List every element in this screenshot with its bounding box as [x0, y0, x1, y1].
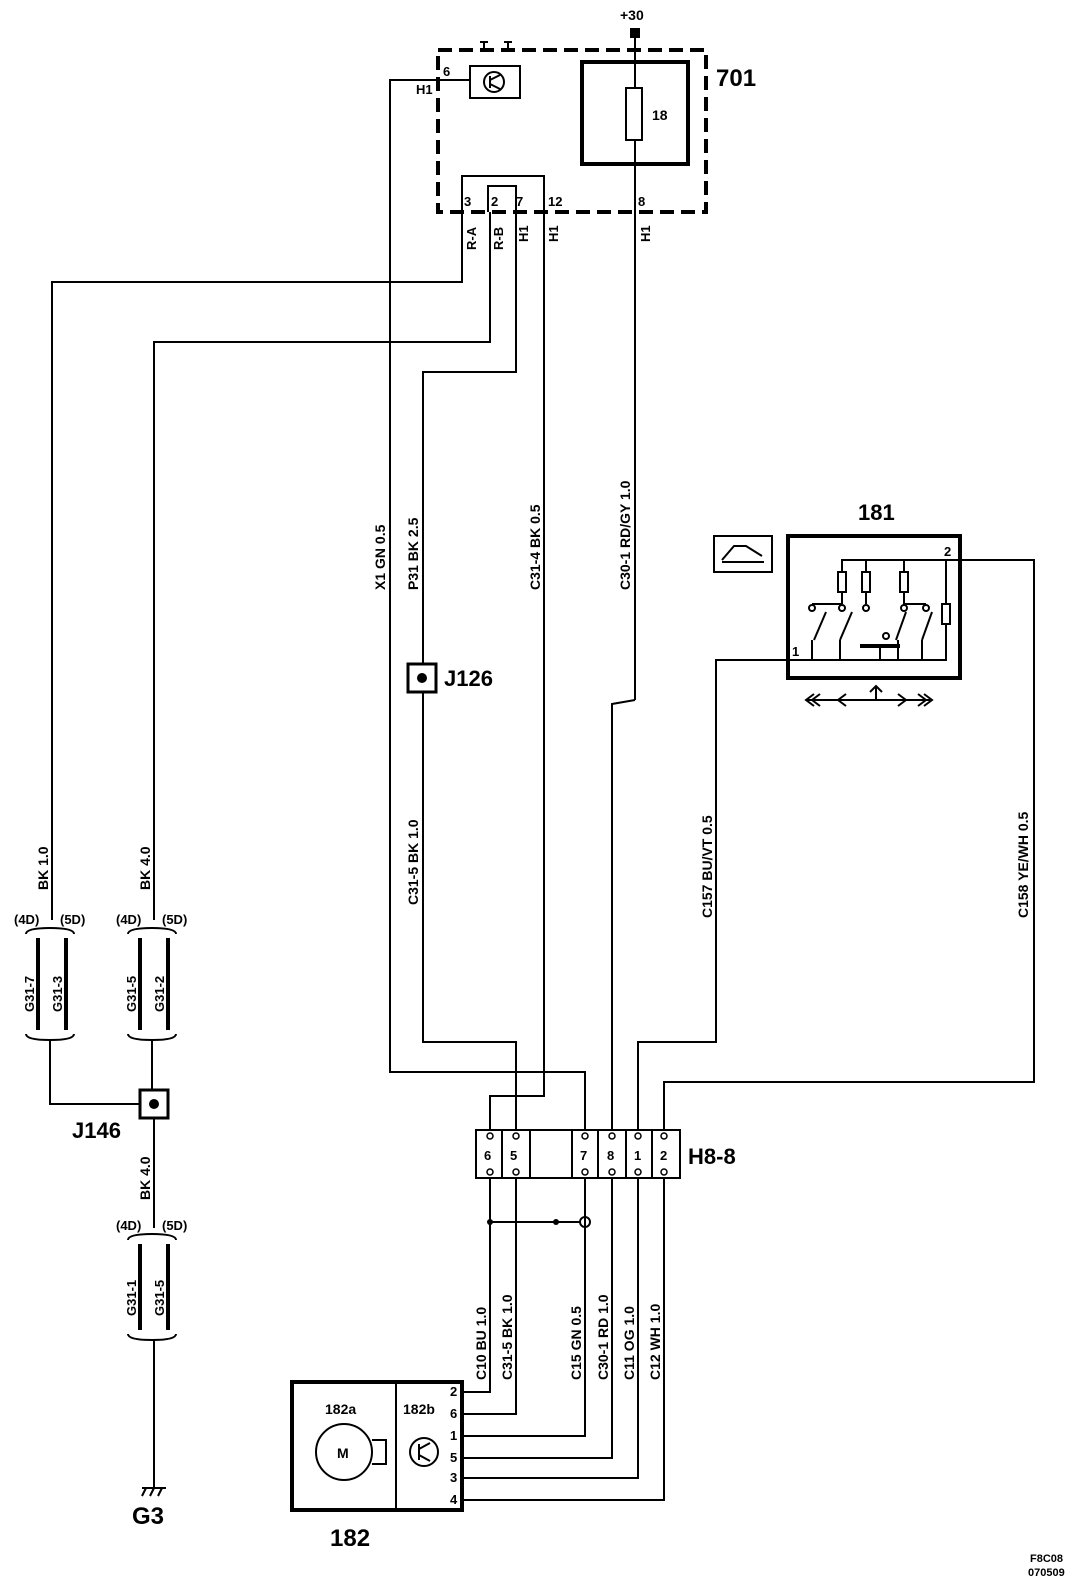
sunroof-icon [713, 535, 773, 573]
wire-bk10: BK 1.0 [35, 846, 51, 890]
h8-pin-5: 5 [510, 1148, 517, 1163]
wire-c30-1b: C30-1 RD 1.0 [595, 1294, 611, 1380]
motor-icon [315, 1423, 373, 1481]
motor-182b-label: 182b [403, 1401, 435, 1417]
wire-bk40b: BK 4.0 [137, 1156, 153, 1200]
wire-c12: C12 WH 1.0 [647, 1304, 663, 1380]
pin-7: 7 [516, 194, 523, 209]
variant-4d-a: (4D) [14, 912, 39, 927]
figure-date: 070509 [1028, 1567, 1065, 1579]
variant-5d-a: (5D) [60, 912, 85, 927]
fuse-18-label: 18 [652, 107, 668, 123]
ground-conn-c2: G31-5 [152, 1280, 167, 1316]
wire-c31-5b: C31-5 BK 1.0 [499, 1294, 515, 1380]
motor-182-box [290, 1380, 464, 1512]
variant-4d-b: (4D) [116, 912, 141, 927]
figure-code: F8C08 [1030, 1553, 1063, 1565]
motor-pin-5: 5 [450, 1450, 457, 1465]
pin-12: 12 [548, 194, 562, 209]
control-unit-701-box [436, 48, 708, 214]
transistor-701-icon [483, 71, 505, 93]
motor-pin-6: 6 [450, 1406, 457, 1421]
motor-pin-3: 3 [450, 1470, 457, 1485]
motor-m-label: M [337, 1445, 349, 1461]
variant-5d-c: (5D) [162, 1218, 187, 1233]
label-r-a: R-A [464, 226, 479, 250]
ground-conn-a2: G31-3 [50, 976, 65, 1012]
wire-c158: C158 YE/WH 0.5 [1015, 811, 1031, 918]
switch-pin-1: 1 [792, 644, 799, 659]
wire-c11: C11 OG 1.0 [621, 1306, 637, 1380]
motor-pin-2: 2 [450, 1384, 457, 1399]
wire-c10: C10 BU 1.0 [473, 1307, 489, 1380]
label-h1-12: H1 [546, 225, 561, 242]
ground-conn-b1: G31-5 [124, 976, 139, 1012]
pin-2: 2 [491, 194, 498, 209]
fuse-18 [625, 87, 643, 141]
supply-terminal [630, 28, 640, 38]
h8-pin-1: 1 [634, 1148, 641, 1163]
wire-p31: P31 BK 2.5 [405, 517, 421, 590]
junction-j126-label: J126 [444, 666, 493, 691]
ground-g3-label: G3 [132, 1503, 164, 1530]
variant-5d-b: (5D) [162, 912, 187, 927]
motor-182a-label: 182a [325, 1401, 356, 1417]
h1-top-label: H1 [416, 82, 433, 97]
wire-x1: X1 GN 0.5 [372, 524, 388, 590]
ground-conn-a1: G31-7 [22, 976, 37, 1012]
connector-h8-8 [475, 1129, 681, 1179]
motor-pin-4: 4 [450, 1492, 458, 1507]
wire-c15: C15 GN 0.5 [568, 1306, 584, 1380]
control-unit-701-label: 701 [716, 65, 756, 92]
motor-182-label: 182 [330, 1525, 370, 1552]
switch-181-label: 181 [858, 500, 895, 525]
h8-pin-2: 2 [660, 1148, 667, 1163]
wire-c31-4: C31-4 BK 0.5 [527, 504, 543, 590]
hall-sensor-icon [409, 1437, 439, 1467]
variant-4d-c: (4D) [116, 1218, 141, 1233]
transistor-701-box [469, 65, 521, 99]
label-h1-7: H1 [516, 225, 531, 242]
pin-3: 3 [464, 194, 471, 209]
wire-c31-5: C31-5 BK 1.0 [405, 819, 421, 905]
h8-pin-6: 6 [484, 1148, 491, 1163]
switch-181-box [786, 534, 962, 680]
wire-bk40a: BK 4.0 [137, 846, 153, 890]
pin-8: 8 [638, 194, 645, 209]
wire-c157: C157 BU/VT 0.5 [699, 815, 715, 918]
label-r-b: R-B [491, 227, 506, 250]
supply-label: +30 [620, 7, 644, 23]
connector-h8-8-label: H8-8 [688, 1144, 736, 1169]
wire-c30-1: C30-1 RD/GY 1.0 [617, 480, 633, 590]
fuse-box [580, 60, 690, 166]
motor-pin-1: 1 [450, 1428, 457, 1443]
label-h1-8: H1 [638, 225, 653, 242]
switch-pin-2: 2 [944, 544, 951, 559]
h8-pin-7: 7 [580, 1148, 587, 1163]
pin-6-label: 6 [443, 64, 450, 79]
junction-j146-label: J146 [72, 1118, 121, 1143]
h8-pin-8: 8 [607, 1148, 614, 1163]
ground-conn-b2: G31-2 [152, 976, 167, 1012]
ground-conn-c1: G31-1 [124, 1280, 139, 1316]
